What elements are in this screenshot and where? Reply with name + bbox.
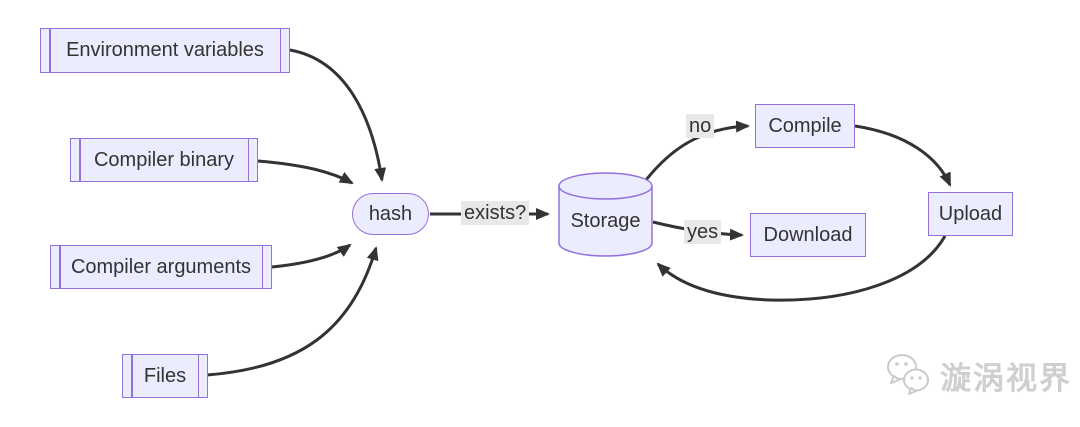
node-storage: Storage	[558, 172, 653, 258]
edge-compile-to-upload	[854, 124, 952, 187]
node-hash: hash	[352, 193, 429, 235]
node-label: hash	[368, 202, 413, 225]
node-upload: Upload	[928, 192, 1013, 236]
node-environment-variables: Environment variables	[40, 28, 290, 73]
node-label: Files	[143, 364, 187, 387]
edge-compiler-binary-to-hash	[257, 159, 354, 185]
node-download: Download	[750, 213, 866, 257]
node-compile: Compile	[755, 104, 855, 148]
cylinder-shape	[558, 172, 653, 257]
edge-label-exists: exists?	[461, 201, 530, 225]
edge-label-no: no	[686, 114, 715, 138]
watermark-text: 漩涡视界	[940, 360, 1072, 397]
subroutine-inner-line	[261, 246, 263, 288]
edge-compiler-arguments-to-hash	[271, 243, 352, 269]
subroutine-inner-line	[59, 246, 61, 288]
node-files: Files	[122, 354, 208, 398]
wechat-chat-bubbles-icon	[887, 354, 929, 395]
node-label: Compiler arguments	[70, 255, 252, 278]
subroutine-inner-line	[49, 29, 51, 72]
edge-files-to-hash	[206, 246, 379, 377]
node-compiler-binary: Compiler binary	[70, 138, 258, 182]
edge-environment-variables-to-hash	[289, 48, 387, 182]
subroutine-inner-line	[131, 355, 133, 397]
subroutine-inner-line	[247, 139, 249, 181]
edge-storage-to-compile	[644, 120, 750, 181]
edge-upload-to-storage	[656, 235, 947, 302]
node-label: Environment variables	[66, 39, 264, 61]
node-label: Download	[763, 223, 853, 246]
node-compiler-arguments: Compiler arguments	[50, 245, 272, 289]
node-label: Compile	[768, 114, 842, 137]
subroutine-inner-line	[79, 139, 81, 181]
edge-label-yes: yes	[684, 220, 722, 244]
node-label: Upload	[938, 202, 1003, 225]
node-label: Storage	[570, 209, 641, 232]
node-label: Compiler binary	[93, 148, 235, 171]
subroutine-inner-line	[197, 355, 199, 397]
watermark: 漩涡视界	[884, 350, 1072, 400]
subroutine-inner-line	[279, 29, 281, 72]
